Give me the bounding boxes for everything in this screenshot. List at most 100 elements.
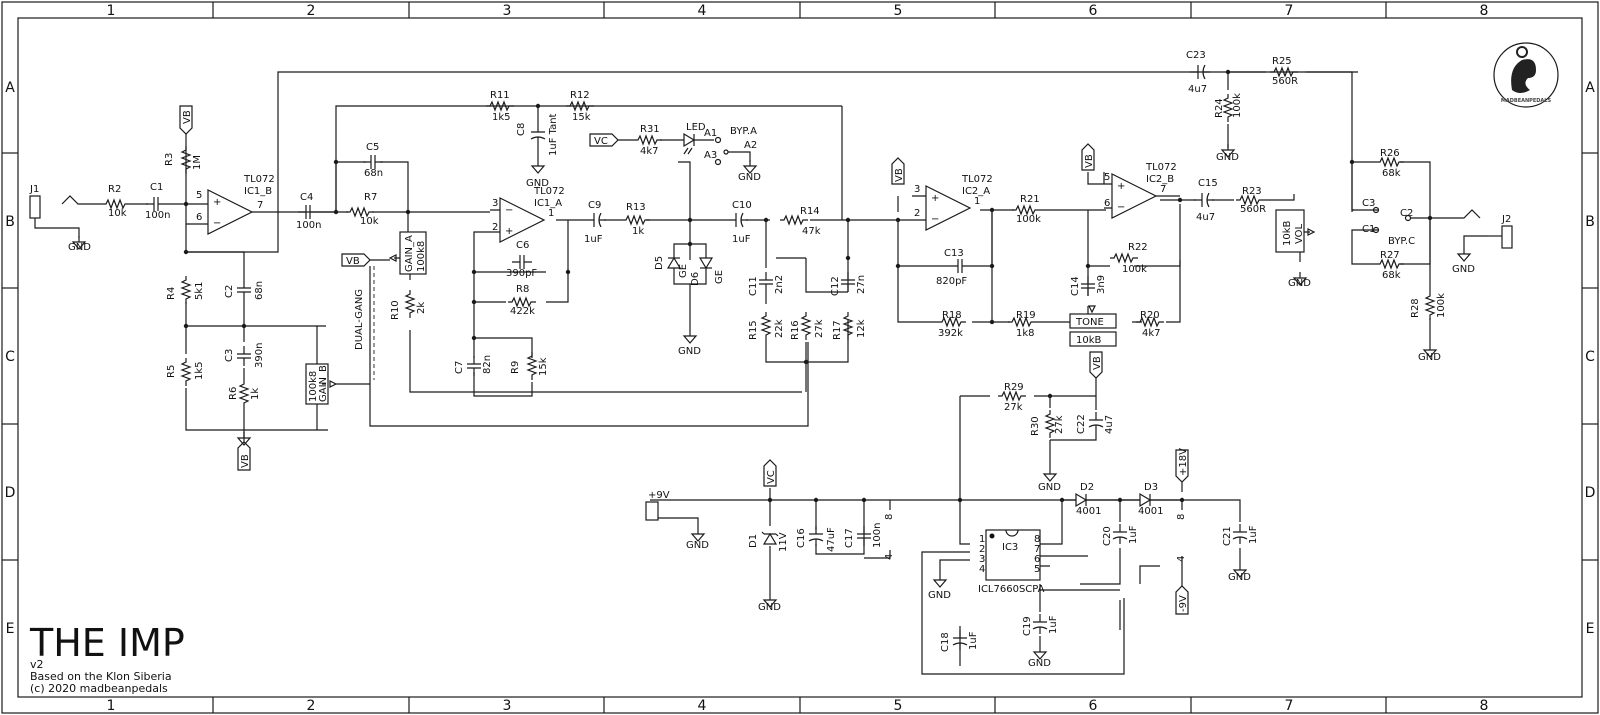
svg-text:R9: R9	[510, 361, 521, 374]
dual-gang-label: DUAL-GANG	[354, 266, 375, 380]
copyright-text: (c) 2020 madbeanpedals	[30, 682, 168, 695]
svg-text:C19: C19	[1022, 616, 1033, 636]
capacitor-c20: C20 1uF	[1102, 523, 1139, 546]
svg-text:1: 1	[548, 208, 554, 219]
pot-gain-b: 100k8 GAIN_B	[305, 326, 370, 430]
frame-column-labels: 1 2 3 4 5 6 7 8 1 2 3 4 5 6 7 8	[107, 3, 1489, 714]
capacitor-c22: C22 4u7	[1076, 411, 1115, 434]
svg-text:1k: 1k	[250, 388, 261, 400]
vb-tag-5: VB	[1081, 143, 1095, 171]
diode-d3: D3 4001	[1134, 482, 1163, 517]
col-label: 3	[503, 3, 512, 19]
svg-text:100k: 100k	[1122, 264, 1147, 275]
svg-text:R23: R23	[1242, 186, 1262, 197]
col-label: 5	[894, 3, 903, 19]
col-label: 8	[1480, 698, 1489, 714]
svg-text:TL072: TL072	[961, 174, 993, 185]
svg-text:R12: R12	[570, 90, 590, 101]
row-label: B	[1585, 214, 1595, 230]
resistor-r25: R25 560R	[1269, 56, 1299, 87]
switch-byp-c: C3 C2 C1 BYP.C	[1352, 198, 1430, 247]
svg-text:C3: C3	[224, 349, 235, 362]
resistor-r3: R3 1M	[164, 145, 203, 175]
svg-text:1: 1	[979, 534, 985, 545]
svg-text:4u7: 4u7	[1104, 415, 1115, 434]
svg-text:11V: 11V	[778, 532, 789, 552]
svg-text:R17: R17	[832, 320, 843, 340]
jack-j1: J1 GND	[29, 184, 91, 253]
svg-text:GND: GND	[1028, 658, 1051, 669]
svg-text:A3: A3	[704, 150, 717, 161]
svg-text:2: 2	[979, 544, 985, 555]
svg-text:IC1_B: IC1_B	[244, 186, 272, 197]
svg-text:422k: 422k	[510, 306, 535, 317]
svg-text:BYP.A: BYP.A	[730, 126, 757, 137]
svg-text:2n2: 2n2	[774, 275, 785, 294]
row-label: C	[1585, 349, 1595, 365]
svg-text:4k7: 4k7	[1142, 328, 1161, 339]
svg-text:GND: GND	[738, 172, 761, 183]
opamp-ic2b: 5 6 7 TL072 IC2_B	[1103, 162, 1180, 219]
ic3-charge-pump: IC3 ICL7660SCPA 1 2 3 4 8 7 6 5 GND	[928, 529, 1045, 601]
capacitor-c7: C7 82n	[454, 355, 493, 377]
svg-text:C9: C9	[588, 200, 601, 211]
capacitor-c12: C12 27n	[830, 271, 867, 296]
svg-text:GND: GND	[928, 590, 951, 601]
svg-text:R11: R11	[490, 90, 510, 101]
svg-text:5: 5	[1104, 172, 1110, 183]
svg-text:10kB: 10kB	[1076, 335, 1102, 346]
svg-text:12k: 12k	[856, 319, 867, 338]
col-label: 1	[107, 698, 116, 714]
svg-text:C21: C21	[1222, 526, 1233, 546]
svg-text:C4: C4	[300, 192, 313, 203]
minus9v-tag: -9V	[1175, 585, 1189, 615]
resistor-r21: R21 100k	[1011, 194, 1041, 225]
svg-text:R6: R6	[228, 387, 239, 400]
svg-text:R20: R20	[1140, 310, 1160, 321]
svg-text:1k: 1k	[632, 226, 644, 237]
based-on-text: Based on the Klon Siberia	[30, 670, 172, 683]
capacitor-c14: C14 3n9	[1070, 275, 1107, 297]
resistor-r18: R18 392k	[937, 310, 967, 339]
svg-text:82n: 82n	[482, 355, 493, 374]
svg-text:C22: C22	[1076, 414, 1087, 434]
svg-text:820pF: 820pF	[936, 276, 967, 287]
svg-text:100k8: 100k8	[416, 241, 427, 272]
pot-tone: TONE 10kB	[1069, 305, 1117, 347]
svg-text:22k: 22k	[774, 319, 785, 338]
svg-text:DUAL-GANG: DUAL-GANG	[354, 289, 365, 350]
svg-text:R3: R3	[164, 153, 175, 166]
svg-text:4: 4	[884, 554, 895, 560]
diode-d5: D5 GE	[654, 256, 689, 278]
svg-text:7: 7	[1034, 544, 1040, 555]
svg-text:390pF: 390pF	[506, 268, 537, 279]
ic-pwr-1: 8 4	[864, 500, 895, 560]
svg-text:7: 7	[257, 200, 263, 211]
svg-text:2k: 2k	[416, 302, 427, 314]
resistor-r27: R27 68k	[1375, 250, 1405, 281]
svg-text:4001: 4001	[1138, 506, 1163, 517]
svg-text:IC3: IC3	[1002, 542, 1018, 553]
svg-text:VC: VC	[766, 470, 777, 484]
svg-text:C13: C13	[944, 248, 964, 259]
svg-text:VB: VB	[1092, 356, 1103, 370]
diode-d2: D2 4001	[1075, 482, 1101, 517]
svg-text:8: 8	[1034, 534, 1040, 545]
svg-text:47uF: 47uF	[826, 527, 837, 552]
svg-text:4: 4	[979, 564, 985, 575]
resistor-r16: R16 27k	[790, 311, 825, 341]
capacitor-c23: C23 4u7	[1186, 50, 1211, 95]
svg-text:GND: GND	[1228, 572, 1251, 583]
svg-text:R26: R26	[1380, 148, 1400, 159]
svg-text:R5: R5	[166, 365, 177, 378]
svg-text:27n: 27n	[856, 275, 867, 294]
svg-text:GAIN_A: GAIN_A	[404, 235, 415, 272]
pot-gain-a: GAIN_A 100k8	[388, 231, 427, 275]
svg-text:100k: 100k	[1232, 93, 1243, 118]
svg-text:6: 6	[196, 212, 202, 223]
col-label: 2	[307, 3, 316, 19]
svg-text:ICL7660SCPA: ICL7660SCPA	[978, 584, 1045, 595]
svg-text:R22: R22	[1128, 242, 1148, 253]
capacitor-c1: C1 100n	[145, 182, 170, 221]
col-label: 8	[1480, 3, 1489, 19]
